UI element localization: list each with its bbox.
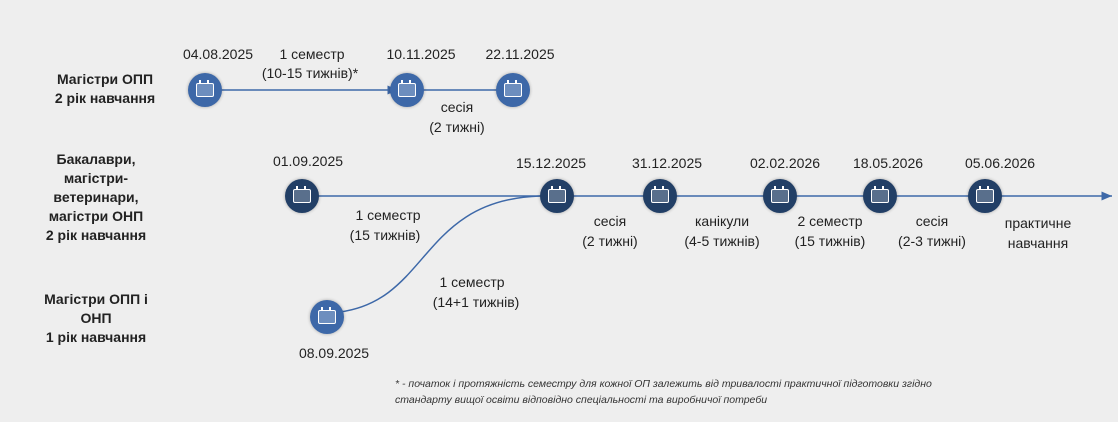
date: 01.09.2025	[272, 153, 344, 169]
segment-duration: (2-3 тижні)	[898, 233, 966, 249]
calendar-icon	[496, 73, 530, 107]
date: 31.12.2025	[631, 155, 703, 171]
segment-duration: (2 тижні)	[582, 233, 638, 249]
date: 22.11.2025	[485, 46, 555, 62]
calendar-icon	[763, 179, 797, 213]
segment-duration: (15 тижнів)	[794, 233, 866, 249]
segment-title: сесія	[915, 213, 949, 229]
segment-title: 1 семестр	[439, 274, 505, 290]
calendar-icon	[285, 179, 319, 213]
segment-title: 2 семестр	[797, 213, 863, 229]
segment-duration: навчання	[1007, 235, 1069, 251]
calendar-icon	[188, 73, 222, 107]
segment-duration: (10-15 тижнів)*	[261, 65, 359, 81]
segment-duration: (15 тижнів)	[349, 227, 421, 243]
segment-title: канікули	[694, 213, 750, 229]
date: 15.12.2025	[515, 155, 587, 171]
row3-curve	[339, 195, 541, 313]
date: 04.08.2025	[182, 46, 254, 62]
date: 05.06.2026	[964, 155, 1036, 171]
calendar-icon	[968, 179, 1002, 213]
segment-title: сесія	[440, 99, 474, 115]
calendar-icon	[863, 179, 897, 213]
date: 10.11.2025	[386, 46, 456, 62]
segment-duration: (2 тижні)	[429, 119, 485, 135]
calendar-icon	[643, 179, 677, 213]
segment-title: 1 семестр	[355, 207, 421, 223]
calendar-icon	[540, 179, 574, 213]
segment-title: 1 семестр	[279, 46, 345, 62]
row3-label: Магістри ОПП і ОНП 1 рік навчання	[44, 291, 148, 345]
calendar-icon	[310, 300, 344, 334]
segment-title: практичне	[1004, 215, 1072, 231]
segment-duration: (4-5 тижнів)	[684, 233, 760, 249]
footnote: * - початок і протяжність семестру для к…	[395, 378, 932, 406]
date: 08.09.2025	[298, 345, 370, 361]
row2-label: Бакалаври, магістри- ветеринари, магістр…	[45, 151, 147, 243]
segment-duration: (14+1 тижнів)	[432, 294, 520, 310]
segment-title: сесія	[593, 213, 627, 229]
row1-label: Магістри ОПП 2 рік навчання	[54, 71, 156, 106]
date: 02.02.2026	[749, 155, 821, 171]
date: 18.05.2026	[852, 155, 924, 171]
calendar-icon	[390, 73, 424, 107]
